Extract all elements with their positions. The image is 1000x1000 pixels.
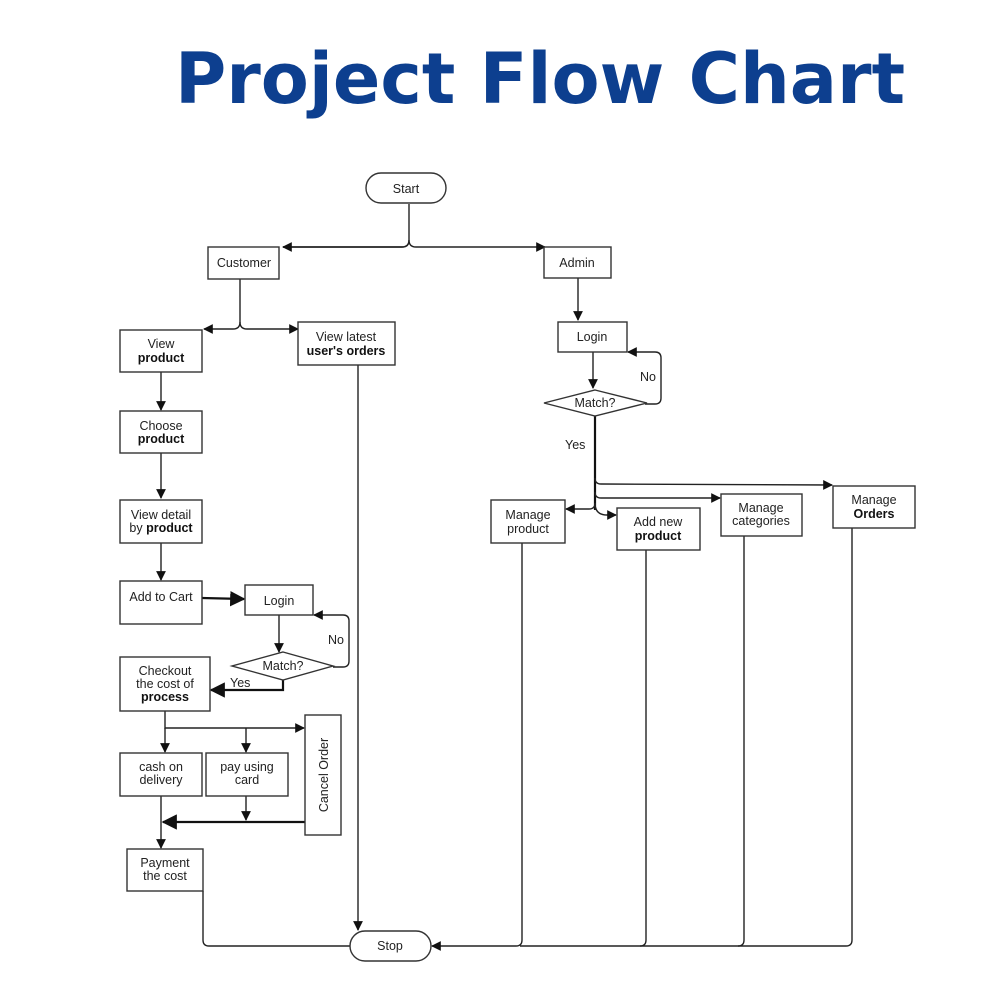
node-start: Start	[365, 172, 447, 204]
svg-text:product: product	[507, 522, 549, 536]
svg-text:Admin: Admin	[559, 256, 594, 270]
svg-text:by product: by product	[129, 521, 193, 535]
svg-text:Checkout: Checkout	[139, 664, 192, 678]
node-admin: Admin	[543, 246, 612, 279]
svg-text:delivery: delivery	[139, 773, 183, 787]
svg-text:Login: Login	[577, 330, 608, 344]
svg-text:Manage: Manage	[738, 501, 783, 515]
node-cancel-order: Cancel Order	[304, 714, 342, 836]
svg-text:product: product	[138, 351, 185, 365]
node-manage-categories: Manage categories	[720, 493, 803, 537]
connectors	[156, 204, 853, 951]
edge-customer-split	[203, 279, 241, 334]
edge-match-no-loop	[313, 610, 350, 668]
node-add-to-cart: Add to Cart	[119, 580, 203, 625]
node-manage-product: Manage product	[490, 499, 566, 544]
page-title: Project Flow Chart	[174, 38, 906, 120]
svg-text:Match?: Match?	[575, 396, 616, 410]
label-customer-yes: Yes	[230, 676, 250, 690]
label-admin-yes: Yes	[565, 438, 585, 452]
edge-checkout-split	[164, 711, 305, 733]
node-manage-orders: Manage Orders	[832, 485, 916, 529]
node-customer-login: Login	[244, 584, 314, 616]
svg-text:Choose: Choose	[139, 419, 182, 433]
svg-text:View latest: View latest	[316, 330, 377, 344]
edge-admin-no-loop	[627, 347, 662, 405]
svg-text:Stop: Stop	[377, 939, 403, 953]
svg-text:Cancel Order: Cancel Order	[317, 738, 331, 812]
edge-match-yes	[209, 680, 285, 698]
svg-text:the cost: the cost	[143, 869, 187, 883]
svg-text:user's orders: user's orders	[307, 344, 386, 358]
node-view-latest-orders: View latest user's orders	[297, 321, 396, 366]
node-admin-match: Match?	[543, 389, 648, 417]
svg-text:Match?: Match?	[263, 659, 304, 673]
svg-text:process: process	[141, 690, 189, 704]
svg-text:Customer: Customer	[217, 256, 271, 270]
svg-text:card: card	[235, 773, 259, 787]
edge-adminitems-stop	[431, 543, 523, 951]
edge-start-split	[283, 204, 545, 247]
node-view-product: View product	[119, 329, 203, 373]
label-admin-no: No	[640, 370, 656, 384]
svg-text:Payment: Payment	[140, 856, 190, 870]
node-stop: Stop	[349, 930, 432, 962]
svg-text:Login: Login	[264, 594, 295, 608]
svg-text:the cost of: the cost of	[136, 677, 194, 691]
svg-text:cash on: cash on	[139, 760, 183, 774]
svg-text:View detail: View detail	[131, 508, 191, 522]
node-cash-on-delivery: cash on delivery	[119, 752, 203, 797]
svg-text:Add new: Add new	[634, 515, 684, 529]
svg-text:Orders: Orders	[854, 507, 895, 521]
node-customer: Customer	[207, 246, 280, 280]
svg-text:product: product	[138, 432, 185, 446]
svg-text:product: product	[635, 529, 682, 543]
node-choose-product: Choose product	[119, 410, 203, 454]
svg-text:Start: Start	[393, 182, 420, 196]
svg-text:Manage: Manage	[505, 508, 550, 522]
svg-text:Manage: Manage	[851, 493, 896, 507]
node-view-detail: View detail by product	[119, 499, 203, 544]
svg-text:categories: categories	[732, 514, 790, 528]
node-add-new-product: Add new product	[616, 507, 701, 551]
svg-text:View: View	[148, 337, 176, 351]
node-payment: Payment the cost	[126, 848, 204, 892]
node-customer-match: Match?	[229, 651, 336, 681]
edge-cart-login	[201, 590, 246, 607]
node-admin-login: Login	[557, 321, 628, 353]
label-customer-no: No	[328, 633, 344, 647]
svg-text:Add to Cart: Add to Cart	[129, 590, 193, 604]
svg-text:pay using: pay using	[220, 760, 274, 774]
edge-payment-stop	[202, 891, 350, 947]
node-checkout: Checkout the cost of process	[119, 656, 211, 712]
node-pay-using-card: pay using card	[205, 752, 289, 797]
